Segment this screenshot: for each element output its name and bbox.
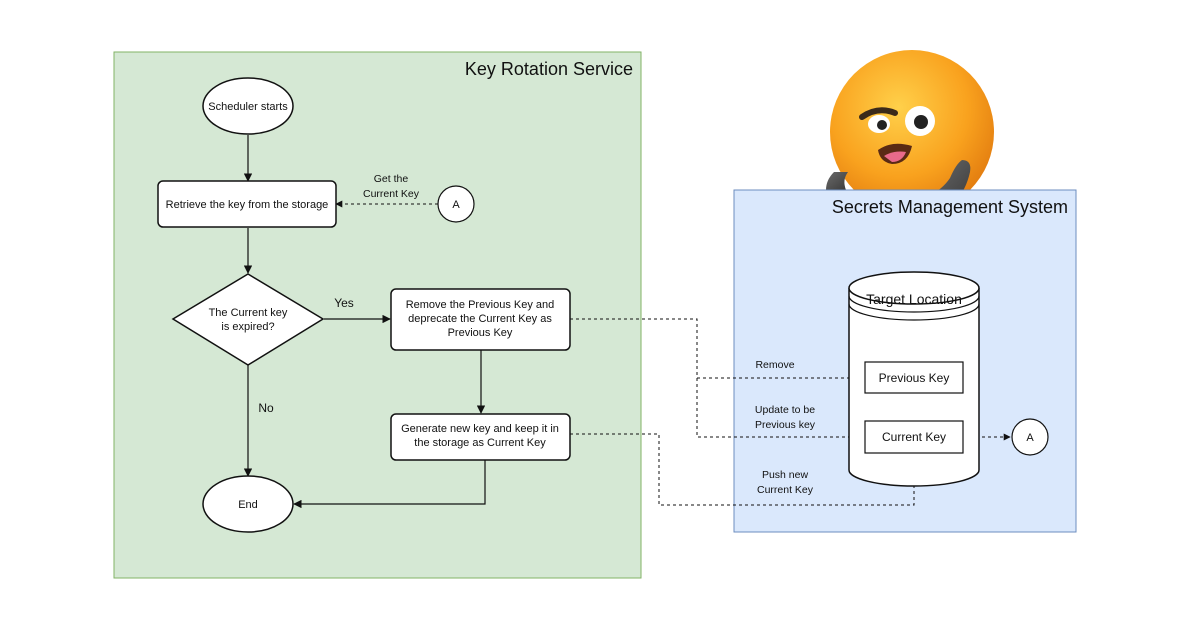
get-current-key-label-line-1: Get the bbox=[374, 173, 409, 185]
remove-previous-key-node: Remove the Previous Key and deprecate th… bbox=[390, 288, 571, 351]
current-key-slot: Current Key bbox=[864, 420, 964, 454]
edge-update-to-previous bbox=[696, 378, 865, 441]
decision-label-line-1: The Current key bbox=[209, 307, 288, 319]
update-previous-label-line-2: Previous key bbox=[755, 419, 816, 431]
current-key-label: Current Key bbox=[882, 430, 946, 444]
update-previous-label-line-1: Update to be bbox=[755, 404, 815, 416]
get-current-key-label-line-2: Current Key bbox=[363, 188, 420, 200]
connector-a-right-label: A bbox=[1026, 432, 1034, 444]
remove-previous-label-line-1: Remove the Previous Key and bbox=[406, 299, 555, 311]
solid-edges bbox=[243, 135, 486, 509]
previous-key-label: Previous Key bbox=[879, 371, 950, 385]
remove-previous-label-line-3: Previous Key bbox=[448, 327, 513, 339]
end-label: End bbox=[238, 499, 258, 511]
previous-key-slot: Previous Key bbox=[864, 361, 964, 394]
current-key-expired-decision: The Current key is expired? bbox=[171, 273, 325, 366]
connector-a-left: A bbox=[437, 185, 475, 223]
retrieve-key-node: Retrieve the key from the storage bbox=[157, 180, 337, 228]
smirking-emoji-face-icon bbox=[826, 50, 994, 214]
remove-edge-label: Remove bbox=[755, 359, 794, 371]
push-new-label-line-1: Push new bbox=[762, 469, 809, 481]
generate-label-line-1: Generate new key and keep it in bbox=[401, 423, 559, 435]
scheduler-starts-node: Scheduler starts bbox=[202, 77, 294, 135]
decision-label-line-2: is expired? bbox=[221, 321, 274, 333]
yes-label: Yes bbox=[334, 296, 354, 310]
push-new-label-line-2: Current Key bbox=[757, 484, 814, 496]
key-rotation-service-title: Key Rotation Service bbox=[465, 59, 633, 79]
secrets-management-system-title: Secrets Management System bbox=[832, 197, 1068, 217]
generate-new-key-node: Generate new key and keep it in the stor… bbox=[390, 413, 571, 461]
connector-a-right: A bbox=[1011, 418, 1049, 456]
no-label: No bbox=[258, 401, 274, 415]
generate-label-line-2: the storage as Current Key bbox=[414, 437, 546, 449]
scheduler-starts-label: Scheduler starts bbox=[208, 101, 288, 113]
edge-generate-to-end bbox=[293, 460, 486, 509]
target-location-label: Target Location bbox=[866, 291, 962, 307]
edge-push-new-current-key bbox=[570, 433, 918, 506]
retrieve-key-label: Retrieve the key from the storage bbox=[166, 199, 329, 211]
edge-remove-previous-key bbox=[570, 318, 865, 382]
connector-a-left-label: A bbox=[452, 199, 460, 211]
remove-previous-label-line-2: deprecate the Current Key as bbox=[408, 313, 552, 325]
end-node: End bbox=[202, 475, 294, 533]
